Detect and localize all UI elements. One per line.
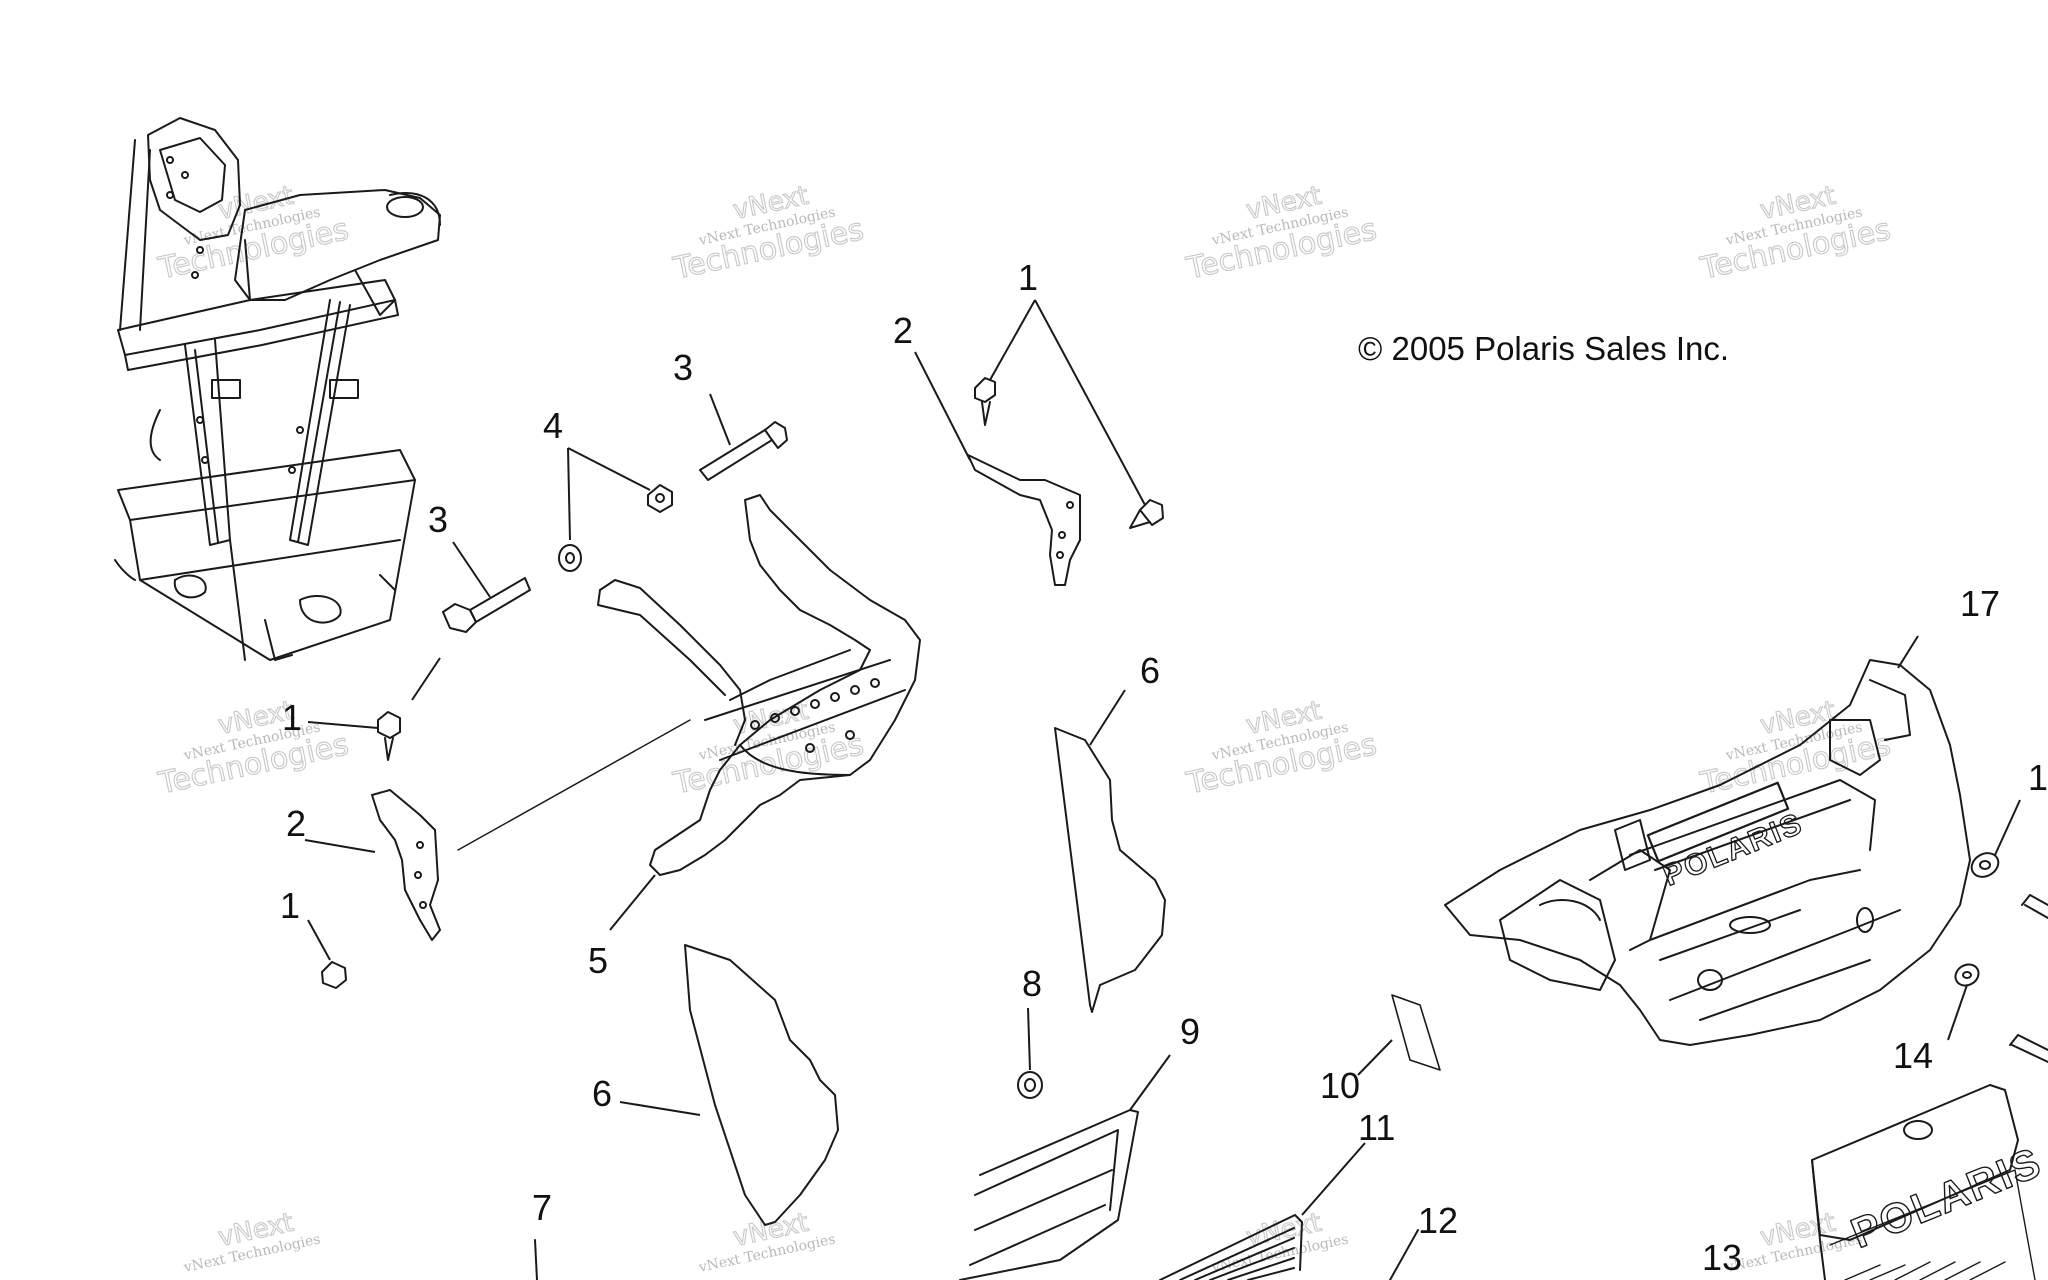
nose-panel-13 xyxy=(1811,1084,2036,1280)
washer-4 xyxy=(558,544,582,572)
fastener-1-b xyxy=(1129,499,1164,529)
callout-6: 6 xyxy=(592,1073,612,1114)
fastener-1-d xyxy=(321,961,347,989)
bolt-3-upper xyxy=(699,421,788,481)
bolt-right-upper xyxy=(2021,894,2048,919)
fastener-1-a xyxy=(974,377,996,426)
callout-7: 7 xyxy=(532,1187,552,1228)
callout-3: 3 xyxy=(428,499,448,540)
callout-1: 1 xyxy=(280,885,300,926)
grille-brand-label: POLARIS xyxy=(1844,1138,2048,1257)
grille-11 xyxy=(1159,1214,1303,1280)
leader-7 xyxy=(534,1239,538,1280)
callout-6: 6 xyxy=(1140,650,1160,691)
screen-9 xyxy=(959,1109,1139,1280)
bolt-3-lower xyxy=(442,577,531,633)
bumper-assembly-17 xyxy=(1444,659,1971,1046)
watermark: vNext vNext Technologies Technologies xyxy=(154,180,352,287)
callout-10: 10 xyxy=(1320,1065,1360,1106)
front-bracket-5 xyxy=(597,494,921,876)
bracket-2-upper xyxy=(967,454,1081,586)
watermark: vNext vNext Technologies Technologies xyxy=(154,695,352,802)
callout-3: 3 xyxy=(673,347,693,388)
callout-11: 11 xyxy=(1358,1107,1395,1148)
leader-12 xyxy=(1389,1229,1419,1280)
callout-17: 17 xyxy=(1960,583,2000,624)
callout-14: 14 xyxy=(1893,1035,1933,1076)
callout-15: 1 xyxy=(2028,757,2048,798)
watermark: vNext vNext Technologies Technologies xyxy=(669,180,867,287)
nut-4 xyxy=(647,484,673,513)
washer-14 xyxy=(1954,963,1980,987)
callout-9: 9 xyxy=(1180,1011,1200,1052)
bracket-2-lower xyxy=(371,789,441,941)
callout-numbers: 1 2 3 4 3 1 2 1 5 6 6 7 8 9 10 11 12 13 … xyxy=(280,257,2048,1278)
callout-13: 13 xyxy=(1702,1237,1742,1278)
reflector-10 xyxy=(1391,994,1441,1071)
watermark: vNext vNext Technologies xyxy=(182,1207,322,1276)
watermark: vNext vNext Technologies Technologies xyxy=(1182,695,1380,802)
washer-8 xyxy=(1017,1071,1043,1099)
washer-15 xyxy=(1970,852,2000,878)
bumper-brand-label: POLARIS xyxy=(1659,807,1808,893)
callout-2: 2 xyxy=(893,310,913,351)
watermark: vNext vNext Technologies xyxy=(697,1207,837,1276)
callout-8: 8 xyxy=(1022,963,1042,1004)
watermark: vNext vNext Technologies Technologies xyxy=(1696,180,1894,287)
copyright-notice: © 2005 Polaris Sales Inc. xyxy=(1358,330,1729,367)
callout-12: 12 xyxy=(1418,1200,1458,1241)
side-panel-6-right xyxy=(1054,727,1166,1013)
callout-1: 1 xyxy=(282,697,302,738)
callout-2: 2 xyxy=(286,803,306,844)
watermark: vNext vNext Technologies xyxy=(1210,1207,1350,1276)
leader-lines xyxy=(304,299,2021,1216)
bolt-right-lower xyxy=(2009,1034,2048,1063)
callout-4: 4 xyxy=(543,405,563,446)
callout-5: 5 xyxy=(588,940,608,981)
leader-2-to-5 xyxy=(457,719,691,851)
watermark: vNext vNext Technologies Technologies xyxy=(1182,180,1380,287)
chassis-frame xyxy=(114,117,441,661)
callout-1: 1 xyxy=(1018,257,1038,298)
fastener-1-c xyxy=(377,711,401,761)
side-panel-6-left xyxy=(684,944,839,1226)
